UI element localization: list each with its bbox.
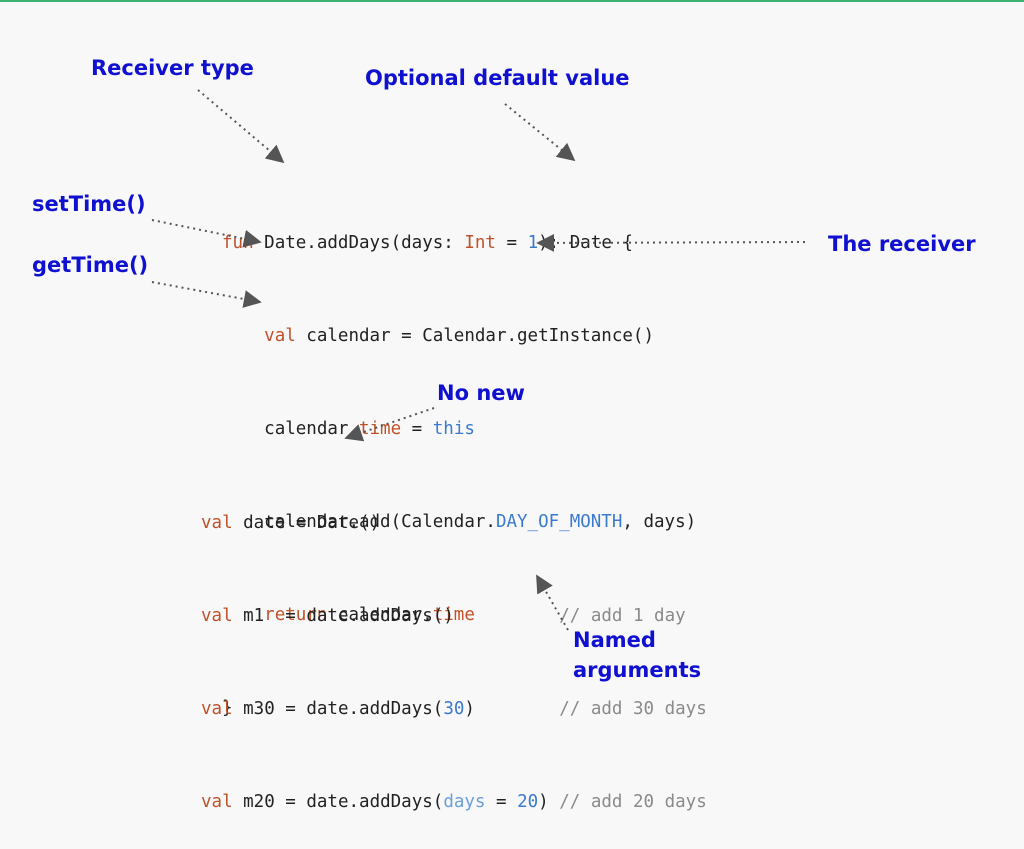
arrow-set-time	[151, 219, 262, 248]
code-line-4: calendar.add(Calendar.DAY_OF_MONTH, days…	[264, 512, 697, 532]
usage-line-4: val m20 = date.addDays(days = 20) // add…	[201, 792, 707, 812]
label-named-line1: Named	[573, 628, 656, 652]
arrow-the-receiver	[536, 233, 806, 252]
label-set-time: setTime()	[32, 192, 146, 216]
usage-line-1: val date = Date()	[201, 513, 381, 533]
arrow-named-arguments	[536, 574, 569, 631]
function-code-block: fun Date.addDays(days: Int = 1): Date { …	[222, 166, 696, 755]
code-line-6: }	[222, 698, 233, 718]
usage-line-2: val m1 = date.addDays() // add 1 day	[201, 606, 686, 626]
arrow-no-new	[344, 407, 435, 442]
usage-line-3: val m30 = date.addDays(30) // add 30 day…	[201, 699, 707, 719]
code-line-2: val calendar = Calendar.getInstance()	[264, 326, 654, 346]
top-accent-bar	[0, 0, 1024, 2]
label-the-receiver: The receiver	[828, 232, 976, 256]
label-optional-default: Optional default value	[365, 66, 630, 90]
arrow-receiver-type	[197, 89, 285, 164]
arrows-layer	[151, 89, 806, 631]
arrow-optional-default	[504, 103, 576, 162]
code-line-5: return calendar.time	[264, 605, 475, 625]
arrow-get-time	[151, 281, 262, 308]
label-get-time: getTime()	[32, 253, 149, 277]
label-named-line2: arguments	[573, 658, 702, 682]
label-no-new: No new	[437, 381, 525, 405]
code-line-3: calendar.time = this	[264, 419, 475, 439]
label-named-arguments: Named arguments	[573, 625, 701, 685]
label-receiver-type: Receiver type	[91, 56, 254, 80]
